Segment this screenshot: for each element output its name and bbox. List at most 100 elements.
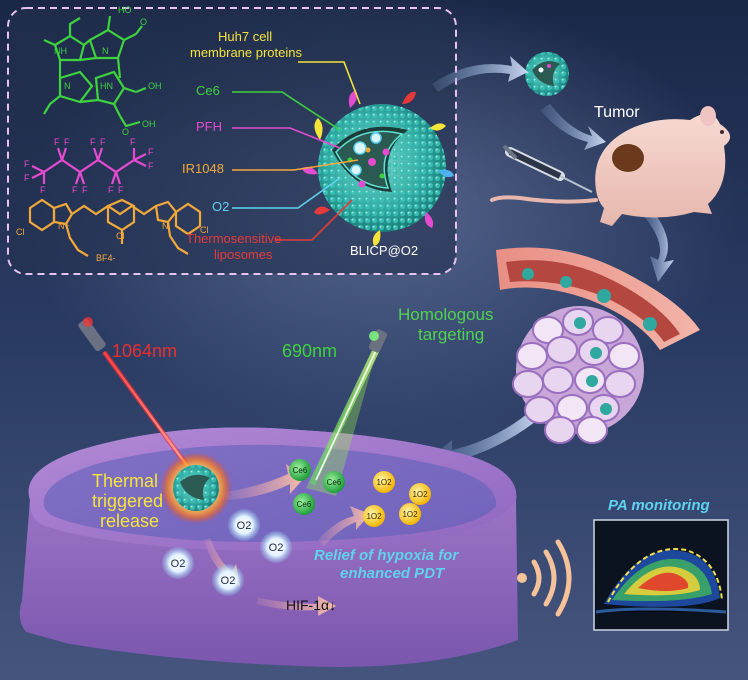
tumor-cell: [542, 366, 574, 394]
singlet-oxygen-bubble: 1O2: [373, 471, 395, 493]
arrow-to-syringe: [540, 104, 606, 150]
ce6-molecule: [43, 15, 147, 128]
tumor-label: Tumor: [594, 104, 640, 121]
tumor-cell: [512, 370, 544, 398]
pfh-atom-label: F: [108, 185, 114, 195]
legend-nanoparticle-name: BLICP@O2: [350, 243, 419, 258]
chlorin-atom-label: N: [64, 81, 71, 91]
targeting-label-line2: targeting: [418, 325, 485, 344]
blicp-nanoparticle: [302, 90, 454, 246]
legend-o2: O2: [212, 199, 230, 214]
legend-ce6: Ce6: [196, 83, 220, 98]
pfh-atom-label: F: [64, 137, 70, 147]
pfh-atom-label: F: [130, 137, 136, 147]
tumor-cell: [516, 342, 548, 370]
targeting-label-line1: Homologous: [398, 305, 494, 324]
chlorin-atom-label: OH: [142, 119, 156, 129]
ce6-bubble: Ce6: [323, 471, 345, 493]
chlorin-atom-label: NH: [54, 46, 67, 56]
legend-huh7-line1: Huh7 cell: [218, 29, 273, 44]
relief-label-line2: enhanced PDT: [340, 565, 445, 582]
singlet-oxygen-bubble-label: 1O2: [366, 512, 382, 521]
legend-pfh: PFH: [196, 119, 222, 134]
cell-nanoparticle: [590, 347, 602, 359]
o2-bubble-label: O2: [221, 575, 236, 587]
pfh-atom-label: F: [118, 185, 124, 195]
ce6-bubble-label: Ce6: [327, 478, 342, 487]
pa-image: [593, 519, 729, 631]
cell-nanoparticle: [586, 375, 598, 387]
o2-bubble: O2: [212, 564, 244, 596]
tumor-cell: [546, 336, 578, 364]
ir-atom-label: BF4-: [96, 253, 116, 263]
legend-huh7-line2: membrane proteins: [190, 45, 302, 60]
pfh-atom-label: F: [148, 147, 154, 157]
pfh-atom-label: F: [82, 185, 88, 195]
chlorin-atom-label: O: [140, 17, 148, 27]
pfh-molecule: [31, 147, 147, 185]
laser-690: [306, 329, 388, 496]
singlet-oxygen-bubble-label: 1O2: [376, 478, 392, 487]
tumor-cell: [592, 316, 624, 344]
heated-nanoparticle: [160, 452, 232, 524]
legend-liposomes-line1: Thermosensitive: [186, 231, 282, 246]
relief-label-line1: Relief of hypoxia for: [314, 547, 459, 564]
pfh-atom-label: F: [24, 173, 30, 183]
thermal-label-line2: triggered: [92, 491, 164, 511]
signal-waves-icon: [517, 539, 572, 617]
pfh-atom-label: F: [72, 185, 78, 195]
legend-ir1048: IR1048: [182, 161, 224, 176]
ir-atom-label: N: [162, 221, 169, 231]
ce6-bubble: Ce6: [289, 459, 311, 481]
chlorin-atom-label: O: [122, 127, 130, 137]
mouse-icon: [490, 106, 731, 226]
pfh-atom-label: F: [90, 137, 96, 147]
tumor-cell: [524, 396, 556, 424]
ce6-bubble: Ce6: [293, 493, 315, 515]
o2-bubble-label: O2: [269, 542, 284, 554]
o2-bubble: O2: [260, 531, 292, 563]
pfh-atom-label: F: [148, 161, 154, 171]
pfh-atom-label: F: [54, 137, 60, 147]
ir1048-molecule: [28, 198, 202, 257]
syringe-icon: [502, 144, 593, 193]
o2-bubble: O2: [162, 547, 194, 579]
tumor-cell: [532, 316, 564, 344]
hif-label: HIF-1α↓: [286, 597, 337, 613]
singlet-oxygen-bubble: 1O2: [399, 503, 421, 525]
legend-leaders: [232, 61, 361, 241]
singlet-oxygen-bubble-label: 1O2: [402, 510, 418, 519]
ir-atom-label: Cl: [116, 231, 125, 241]
chlorin-atom-label: HN: [100, 81, 113, 91]
pfh-atom-label: F: [24, 159, 30, 169]
pa-monitoring-title: PA monitoring: [608, 497, 710, 514]
blood-vessel: [496, 247, 700, 350]
small-nanoparticle: [525, 52, 569, 96]
ir-atom-label: N+: [58, 221, 70, 231]
arrow-to-vessel: [642, 210, 674, 282]
tumor-cell: [608, 342, 640, 370]
thermal-label-line3: release: [100, 511, 160, 531]
singlet-oxygen-bubble-label: 1O2: [412, 490, 428, 499]
tumor-cell: [604, 370, 636, 398]
singlet-oxygen-bubble: 1O2: [409, 483, 431, 505]
arrow-to-np: [432, 56, 528, 92]
tumor-cells: [512, 308, 640, 444]
tumor-cell: [544, 416, 576, 444]
tumor-cell: [576, 416, 608, 444]
thermal-label-line1: Thermal: [92, 471, 159, 491]
ir-atom-label: Cl: [16, 227, 25, 237]
ce6-bubble-label: Ce6: [293, 466, 308, 475]
laser-1064-label: 1064nm: [112, 341, 178, 361]
pfh-atom-label: F: [40, 185, 46, 195]
pfh-atom-label: F: [100, 137, 106, 147]
laser-690-label: 690nm: [282, 341, 338, 361]
ce6-bubble-label: Ce6: [297, 500, 312, 509]
legend-liposomes-line2: liposomes: [214, 247, 273, 262]
chlorin-atom-label: N: [102, 46, 109, 56]
o2-bubble: O2: [228, 509, 260, 541]
chlorin-atom-label: OH: [148, 81, 162, 91]
